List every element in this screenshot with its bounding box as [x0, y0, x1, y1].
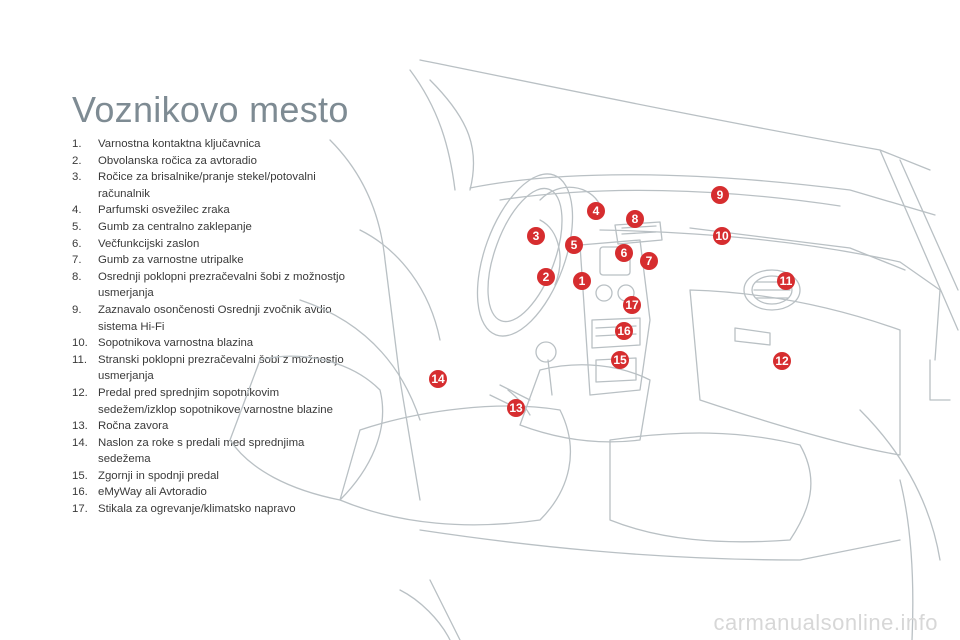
callout-15: 15 — [611, 351, 629, 369]
legend-text: Obvolanska ročica za avtoradio — [98, 154, 257, 167]
legend-number: 11. — [72, 353, 87, 366]
legend-number: 16. — [72, 486, 88, 499]
callout-16: 16 — [615, 322, 633, 340]
legend-text: Naslon za roke s predali med sprednjima … — [98, 436, 305, 466]
callout-11: 11 — [777, 272, 795, 290]
legend-item: 5. Gumb za centralno zaklepanje — [72, 219, 352, 236]
callout-4: 4 — [587, 202, 605, 220]
svg-text:11: 11 — [780, 274, 793, 288]
legend-number: 7. — [72, 254, 82, 267]
callout-14: 14 — [429, 370, 447, 388]
legend-item: 13. Ročna zavora — [72, 418, 352, 435]
legend-item: 3. Ročice za brisalnike/pranje stekel/pot… — [72, 169, 352, 202]
legend-text: Stikala za ogrevanje/klimatsko napravo — [98, 503, 296, 516]
legend-number: 5. — [72, 220, 82, 233]
legend-item: 10. Sopotnikova varnostna blazina — [72, 335, 352, 352]
svg-text:10: 10 — [715, 229, 729, 243]
legend-number: 9. — [72, 303, 82, 316]
svg-text:6: 6 — [621, 246, 628, 260]
legend-number: 13. — [72, 420, 88, 433]
legend-text: Varnostna kontaktna ključavnica — [98, 138, 261, 150]
svg-text:8: 8 — [632, 212, 639, 226]
legend-item: 17. Stikala za ogrevanje/klimatsko naprav… — [72, 501, 352, 518]
svg-text:13: 13 — [509, 401, 523, 415]
legend-number: 6. — [72, 237, 82, 250]
callout-13: 13 — [507, 399, 525, 417]
callout-2: 2 — [537, 268, 555, 286]
svg-text:12: 12 — [775, 354, 789, 368]
cockpit-line-art — [229, 59, 959, 640]
legend-number: 3. — [72, 171, 82, 184]
legend-number: 17. — [72, 503, 88, 516]
legend-text: Zgornji in spodnji predal — [98, 469, 219, 482]
svg-text:15: 15 — [613, 353, 627, 367]
svg-text:5: 5 — [571, 238, 578, 252]
callout-17: 17 — [623, 296, 641, 314]
svg-text:9: 9 — [717, 188, 724, 202]
legend-number: 4. — [72, 204, 82, 217]
legend-text: Zaznavalo osončenosti Osrednji zvočnik a… — [98, 303, 332, 333]
legend-number: 12. — [72, 386, 88, 399]
legend-text: Sopotnikova varnostna blazina — [98, 337, 254, 350]
callout-9: 9 — [711, 186, 729, 204]
component-legend: 1. Varnostna kontaktna ključavnica 2. Obvo… — [72, 136, 352, 518]
legend-item: 6. Večfunkcijski zaslon — [72, 236, 352, 253]
legend-text: Gumb za centralno zaklepanje — [98, 220, 252, 233]
callout-7: 7 — [640, 252, 658, 270]
svg-text:16: 16 — [617, 324, 631, 338]
legend-item: 14. Naslon za roke s predali med sprednji… — [72, 435, 352, 468]
legend-number: 1. — [72, 138, 82, 150]
svg-text:2: 2 — [543, 270, 550, 284]
callout-12: 12 — [773, 352, 791, 370]
callout-5: 5 — [565, 236, 583, 254]
legend-number: 2. — [72, 154, 82, 167]
legend-text: Gumb za varnostne utripalke — [98, 254, 244, 267]
svg-text:7: 7 — [646, 254, 653, 268]
legend-item: 16. eMyWay ali Avtoradio — [72, 484, 352, 501]
legend-number: 10. — [72, 337, 88, 350]
svg-text:4: 4 — [593, 204, 600, 218]
legend-item: 8. Osrednji poklopni prezračevalni šobi z… — [72, 269, 352, 302]
svg-text:14: 14 — [431, 372, 445, 386]
legend-item: 11.Stranski poklopni prezračevalni šobi … — [72, 352, 352, 385]
legend-text: Osrednji poklopni prezračevalni šobi z m… — [98, 270, 345, 300]
legend-item: 4. Parfumski osvežilec zraka — [72, 202, 352, 219]
svg-text:3: 3 — [533, 229, 540, 243]
legend-item: 1. Varnostna kontaktna ključavnica — [72, 136, 352, 153]
legend-item: 2. Obvolanska ročica za avtoradio — [72, 153, 352, 170]
legend-item: 15. Zgornji in spodnji predal — [72, 468, 352, 485]
callout-8: 8 — [626, 210, 644, 228]
callout-10: 10 — [713, 227, 731, 245]
legend-text: eMyWay ali Avtoradio — [98, 486, 207, 499]
legend-number: 15. — [72, 469, 88, 482]
legend-text: Ročice za brisalnike/pranje stekel/potov… — [98, 171, 316, 200]
legend-item: 9. Zaznavalo osončenosti Osrednji zvočnik… — [72, 302, 352, 335]
legend-number: 14. — [72, 436, 88, 449]
page-title: Voznikovo mesto — [72, 89, 349, 130]
site-watermark: carmanualsonline.info — [713, 610, 938, 635]
callout-6: 6 — [615, 244, 633, 262]
legend-item: 12. Predal pred sprednjim sopotnikovim se… — [72, 385, 352, 418]
legend-text: Predal pred sprednjim sopotnikovim sedež… — [98, 386, 333, 416]
legend-text: Parfumski osvežilec zraka — [98, 204, 230, 217]
svg-text:1: 1 — [579, 274, 586, 288]
legend-text: Večfunkcijski zaslon — [98, 237, 200, 250]
legend-text: Ročna zavora — [98, 420, 169, 433]
svg-text:17: 17 — [625, 298, 639, 312]
legend-number: 8. — [72, 270, 82, 283]
callout-1: 1 — [573, 272, 591, 290]
legend-item: 7. Gumb za varnostne utripalke — [72, 252, 352, 269]
callout-3: 3 — [527, 227, 545, 245]
